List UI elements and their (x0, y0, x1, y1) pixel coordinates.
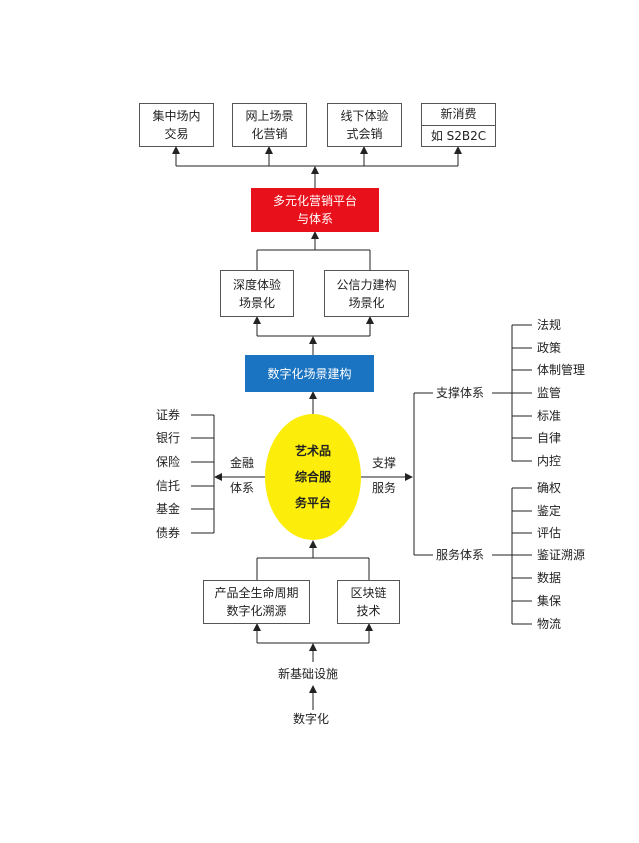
finance-item-5: 基金 (156, 502, 181, 516)
service-item-1: 确权 (537, 481, 562, 495)
blockchain-box: 区块链 技术 (337, 580, 400, 624)
support-item-5: 标准 (537, 409, 562, 423)
service-system-label: 服务体系 (436, 548, 485, 562)
support-item-3: 体制管理 (537, 363, 586, 377)
service-item-7: 物流 (537, 617, 562, 631)
channel-box-1-line1: 集中场内 (152, 109, 201, 123)
digitalization-label: 数字化 (293, 712, 330, 726)
hub-ellipse: 艺术品 综合服 务平台 (265, 414, 361, 540)
finance-label-line1: 金融 (230, 456, 255, 470)
finance-label-line2: 体系 (230, 481, 255, 495)
hub-line3: 务平台 (294, 496, 331, 510)
channel-box-3-line2: 式会销 (346, 127, 383, 141)
marketing-platform-box: 多元化营销平台 与体系 (251, 188, 379, 232)
finance-item-6: 债券 (156, 526, 181, 540)
scenario-1-line1: 深度体验 (232, 277, 281, 292)
channel-box-4-line2: 如 S2B2C (430, 129, 487, 143)
new-infrastructure-label: 新基础设施 (278, 667, 339, 681)
support-label-line1: 支撑 (372, 456, 397, 470)
support-item-2: 政策 (537, 341, 562, 355)
lifecycle-traceability-box: 产品全生命周期 数字化溯源 (203, 580, 310, 624)
digital-scene-box: 数字化场景建构 (245, 355, 374, 392)
service-item-3: 评估 (537, 526, 562, 540)
hub-line1: 艺术品 (294, 444, 331, 458)
support-item-6: 自律 (537, 431, 562, 445)
support-label-line2: 服务 (372, 481, 397, 495)
scenario-box-deep-experience: 深度体验 场景化 (220, 270, 294, 317)
channel-box-4: 新消费 如 S2B2C (421, 103, 496, 147)
digital-scene-label: 数字化场景建构 (267, 366, 352, 381)
service-item-5: 数据 (537, 571, 562, 585)
channel-box-1: 集中场内 交易 (139, 103, 214, 147)
hub-line2: 综合服 (294, 470, 331, 484)
finance-item-3: 保险 (156, 455, 181, 469)
channel-box-1-line2: 交易 (164, 127, 189, 141)
channel-box-2: 网上场景 化营销 (232, 103, 307, 147)
foundation-1-line1: 产品全生命周期 (214, 586, 299, 600)
channel-box-3-line1: 线下体验 (340, 109, 389, 123)
scenario-box-credibility: 公信力建构 场景化 (324, 270, 409, 317)
service-item-4: 鉴证溯源 (537, 548, 586, 562)
channel-box-4-line1: 新消费 (440, 107, 477, 121)
channel-box-2-line2: 化营销 (251, 127, 288, 141)
support-item-4: 监管 (537, 386, 562, 400)
foundation-2-line2: 技术 (356, 604, 381, 618)
finance-item-1: 证券 (156, 408, 181, 422)
foundation-1-line2: 数字化溯源 (226, 604, 287, 618)
support-system-label: 支撑体系 (436, 386, 485, 400)
marketing-platform-line1: 多元化营销平台 (272, 194, 357, 208)
marketing-platform-line2: 与体系 (296, 212, 333, 226)
foundation-2-line1: 区块链 (350, 586, 387, 600)
channel-box-4-divider (422, 125, 495, 126)
scenario-1-line2: 场景化 (238, 295, 275, 310)
service-item-2: 鉴定 (537, 504, 562, 518)
service-item-6: 集保 (537, 594, 562, 608)
finance-item-4: 信托 (156, 479, 181, 493)
channel-box-3: 线下体验 式会销 (327, 103, 402, 147)
support-item-7: 内控 (537, 454, 562, 468)
scenario-2-line1: 公信力建构 (336, 277, 397, 292)
channel-box-2-line1: 网上场景 (245, 109, 294, 123)
support-item-1: 法规 (537, 318, 562, 332)
scenario-2-line2: 场景化 (348, 295, 385, 310)
finance-item-2: 银行 (156, 431, 181, 445)
